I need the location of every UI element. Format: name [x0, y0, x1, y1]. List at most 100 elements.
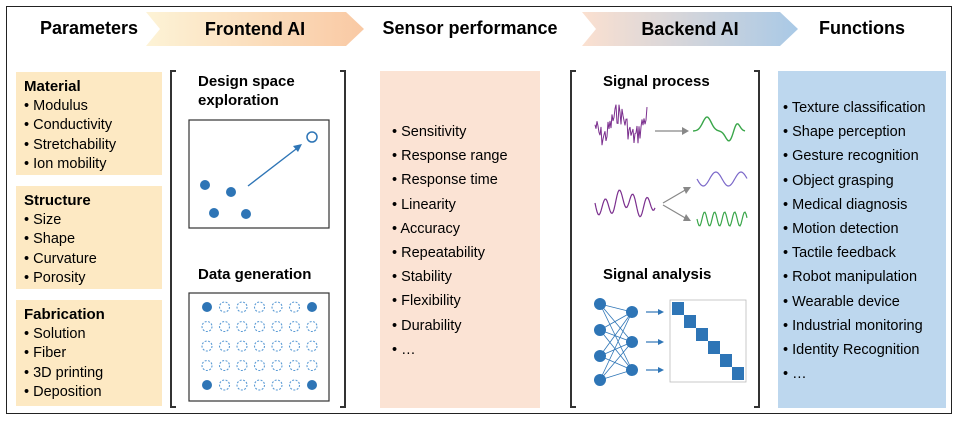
grid-dot-empty — [271, 301, 283, 313]
parameter-item: Shape — [24, 230, 162, 250]
parameter-group-material: Material Modulus Conductivity Stretchabi… — [16, 72, 162, 175]
diagram-frame — [6, 6, 952, 414]
signal-process-illustration — [594, 104, 748, 227]
grid-dot-filled — [202, 302, 212, 312]
design-space-plot — [188, 119, 330, 229]
function-item: Wearable device — [783, 290, 926, 314]
grid-dot-empty — [271, 320, 283, 333]
grid-dot-empty — [218, 379, 231, 391]
grid-dot-empty — [201, 320, 213, 333]
function-item: Robot manipulation — [783, 265, 926, 289]
function-item: Motion detection — [783, 217, 926, 241]
confusion-matrix-cell — [720, 354, 732, 367]
header-backend-ai-arrow: Backend AI — [582, 12, 798, 46]
header-frontend-ai-arrow: Frontend AI — [146, 12, 364, 46]
confusion-matrix-cell — [672, 302, 684, 315]
parameter-item: Ion mobility — [24, 155, 162, 175]
function-item: Identity Recognition — [783, 338, 926, 362]
grid-dot-empty — [218, 340, 231, 352]
sensor-item: Flexibility — [392, 289, 508, 313]
signal-analysis-title: Signal analysis — [603, 266, 712, 283]
parameter-item: Curvature — [24, 250, 162, 270]
grid-dot-empty — [306, 359, 318, 372]
sensor-item: Repeatability — [392, 241, 508, 265]
design-space-title: Design space exploration — [198, 72, 295, 110]
parameter-item: Modulus — [24, 97, 162, 117]
confusion-matrix-cell — [708, 341, 720, 354]
grid-dot-filled — [307, 380, 317, 390]
grid-dot-filled — [307, 302, 317, 312]
grid-dot-empty — [236, 301, 248, 313]
function-item: … — [783, 362, 926, 386]
sensor-item: Response range — [392, 144, 507, 168]
parameter-item: Fiber — [24, 344, 162, 364]
confusion-matrix-cell — [684, 315, 696, 328]
sensor-item: Sensitivity — [392, 120, 508, 144]
grid-dot-empty — [288, 359, 301, 372]
function-item: Object grasping — [783, 169, 926, 193]
signal-process-title: Signal process — [603, 73, 710, 90]
parameter-group-title: Structure — [24, 192, 91, 209]
function-item: Shape perception — [783, 120, 926, 144]
header-frontend-ai: Frontend AI — [204, 18, 306, 39]
function-item: Tactile feedback — [783, 241, 926, 265]
confusion-matrix-cell — [732, 367, 744, 380]
grid-dot-empty — [201, 340, 213, 352]
grid-dot-empty — [288, 340, 301, 352]
parameter-item: Size — [24, 211, 162, 231]
backend-bracket-right — [754, 70, 760, 408]
grid-dot-empty — [236, 320, 248, 333]
sensor-item: Response time — [392, 168, 508, 192]
frontend-bracket-left — [170, 70, 176, 408]
parameter-item: Porosity — [24, 269, 162, 289]
grid-dot-empty — [218, 301, 231, 313]
parameter-item: Solution — [24, 325, 162, 345]
data-generation-grid — [188, 292, 330, 402]
grid-dot-filled — [202, 380, 212, 390]
nn-node — [594, 350, 606, 362]
grid-dot-empty — [271, 379, 283, 391]
grid-dot-empty — [236, 340, 248, 352]
nn-node — [594, 324, 606, 336]
header-backend-ai: Backend AI — [641, 18, 739, 39]
sensor-performance-list: Sensitivity Response range Response time… — [392, 120, 508, 362]
parameter-group-title: Fabrication — [24, 306, 105, 323]
function-item: Medical diagnosis — [783, 193, 926, 217]
grid-dot-empty — [306, 320, 318, 333]
grid-dot-empty — [218, 359, 231, 372]
grid-dot-empty — [253, 379, 266, 391]
nn-node — [626, 364, 638, 376]
grid-dot-empty — [271, 359, 283, 372]
functions-list: Texture classification Shape perception … — [783, 96, 926, 386]
grid-dot-empty — [201, 359, 213, 372]
parameter-group-structure: Structure Size Shape Curvature Porosity — [16, 186, 162, 289]
sensor-item: Linearity — [392, 193, 508, 217]
parameter-group-fabrication: Fabrication Solution Fiber 3D printing D… — [16, 300, 162, 406]
header-sensor-performance: Sensor performance — [382, 18, 558, 38]
grid-dot-empty — [218, 320, 231, 333]
function-item: Industrial monitoring — [783, 314, 926, 338]
parameter-item: Stretchability — [24, 136, 162, 156]
grid-dot-empty — [253, 359, 266, 372]
grid-dot-empty — [306, 340, 318, 352]
nn-node — [594, 374, 606, 386]
signal-analysis-illustration — [594, 298, 747, 386]
function-item: Gesture recognition — [783, 144, 926, 168]
sensor-item: … — [392, 338, 508, 362]
parameter-item: 3D printing — [24, 364, 162, 384]
nn-node — [626, 306, 638, 318]
design-space-title-line1: Design space — [198, 73, 295, 90]
parameter-item: Conductivity — [24, 116, 162, 136]
grid-dot-empty — [288, 379, 301, 391]
data-generation-title: Data generation — [198, 266, 312, 283]
nn-node — [626, 336, 638, 348]
parameter-group-title: Material — [24, 78, 81, 95]
function-item: Texture classification — [783, 96, 926, 120]
backend-bracket-left — [570, 70, 576, 408]
header-parameters: Parameters — [39, 18, 139, 38]
grid-dot-empty — [288, 301, 301, 313]
sensor-item: Accuracy — [392, 217, 508, 241]
header-functions: Functions — [819, 18, 905, 38]
confusion-matrix-cell — [696, 328, 708, 341]
grid-dot-empty — [253, 301, 266, 313]
